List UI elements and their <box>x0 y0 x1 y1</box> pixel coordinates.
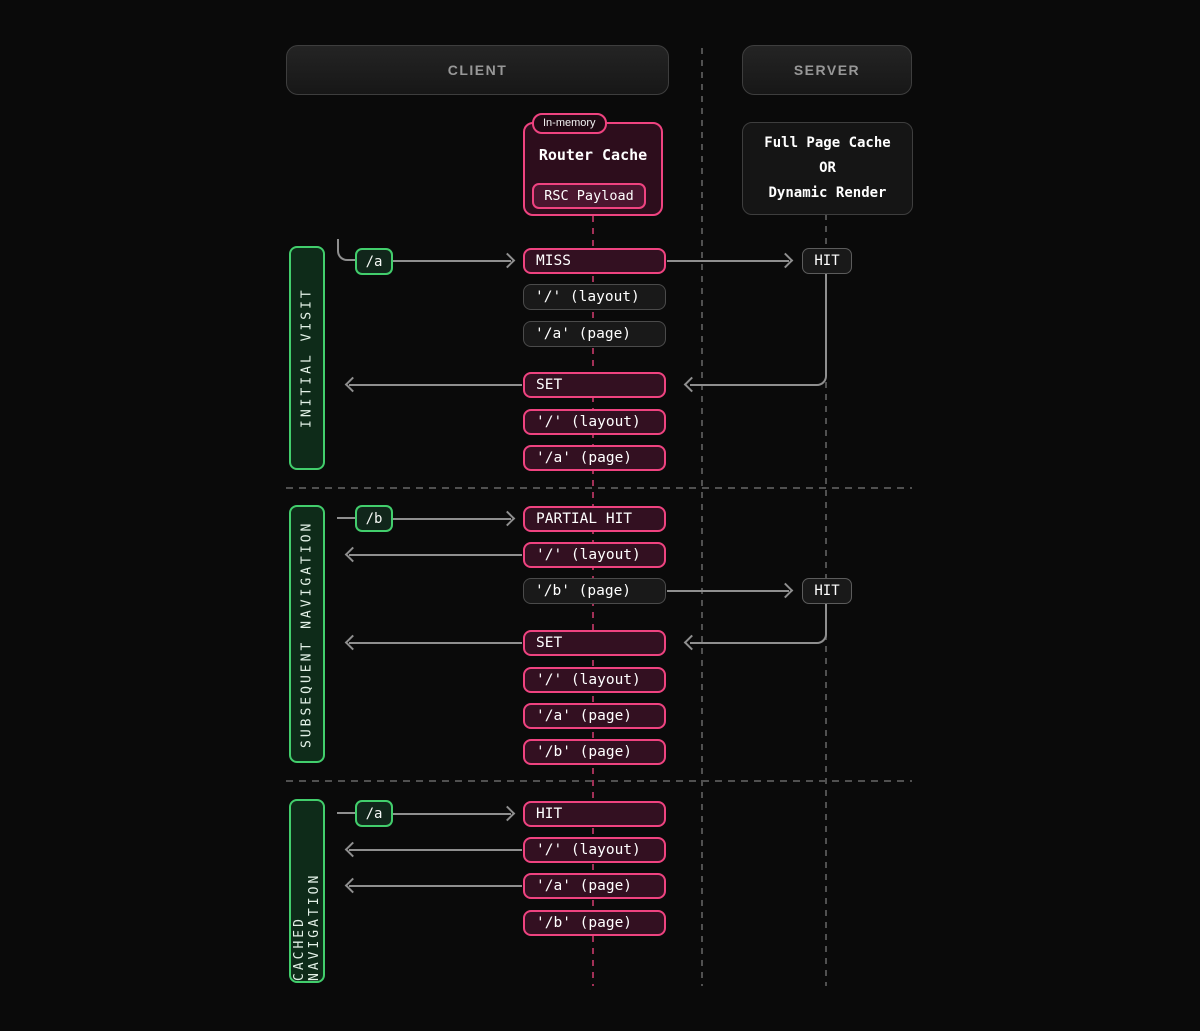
entry-connector <box>337 812 355 814</box>
status-box-partial-hit: PARTIAL HIT <box>523 506 666 532</box>
rsc-payload-box: RSC Payload <box>532 183 646 209</box>
client-panel: CLIENT <box>286 45 669 95</box>
section-label-initial-visit: INITIAL VISIT <box>289 246 325 470</box>
entry-connector <box>337 239 355 261</box>
cache-entry-layout: '/' (layout) <box>523 542 666 568</box>
arrowhead-icon <box>683 376 700 393</box>
cache-entry-layout: '/' (layout) <box>523 409 666 435</box>
section-separator-2 <box>286 780 912 782</box>
route-chip-a: /a <box>355 800 393 827</box>
server-panel: SERVER <box>742 45 912 95</box>
server-hit-box: HIT <box>802 578 852 604</box>
section-label-subsequent-navigation: SUBSEQUENT NAVIGATION <box>289 505 325 763</box>
arrow-response-to-client <box>344 841 522 858</box>
arrowhead-icon <box>344 634 361 651</box>
arrowhead-icon <box>499 510 516 527</box>
request-entry-page: '/a' (page) <box>523 321 666 347</box>
arrowhead-icon <box>499 805 516 822</box>
status-box-hit: HIT <box>523 801 666 827</box>
request-entry-layout: '/' (layout) <box>523 284 666 310</box>
arrowhead-icon <box>344 546 361 563</box>
full-page-cache-box: Full Page Cache OR Dynamic Render <box>742 122 913 215</box>
entry-connector <box>337 517 355 519</box>
section-label-cached-navigation: CACHED NAVIGATION <box>289 799 325 983</box>
arrow-response-to-client <box>344 634 522 651</box>
arrow-response-to-client <box>344 376 522 393</box>
cache-entry-layout: '/' (layout) <box>523 837 666 863</box>
arrowhead-icon <box>777 252 794 269</box>
full-page-cache-line: Dynamic Render <box>768 185 887 201</box>
arrow-response-to-client <box>344 877 522 894</box>
cache-entry-page: '/b' (page) <box>523 739 666 765</box>
arrowhead-icon <box>499 252 516 269</box>
full-page-cache-line: OR <box>819 160 836 176</box>
route-chip-b: /b <box>355 505 393 532</box>
server-hit-box: HIT <box>802 248 852 274</box>
status-box-set: SET <box>523 372 666 398</box>
arrowhead-icon <box>344 376 361 393</box>
cache-entry-page: '/a' (page) <box>523 873 666 899</box>
cache-entry-page: '/a' (page) <box>523 703 666 729</box>
client-server-divider-line <box>701 48 703 986</box>
cache-entry-layout: '/' (layout) <box>523 667 666 693</box>
section-separator-1 <box>286 487 912 489</box>
router-cache-box: In-memory Router Cache RSC Payload <box>523 113 663 216</box>
arrow-to-server <box>667 252 794 269</box>
arrowhead-icon <box>344 877 361 894</box>
arrowhead-icon <box>777 582 794 599</box>
cache-entry-page: '/b' (page) <box>523 910 666 936</box>
in-memory-badge: In-memory <box>532 113 607 134</box>
arrow-request <box>393 252 516 269</box>
arrow-request <box>393 805 516 822</box>
arrow-to-server <box>667 582 794 599</box>
router-cache-title: Router Cache <box>538 146 648 164</box>
return-connector-from-server <box>683 274 827 393</box>
status-box-miss: MISS <box>523 248 666 274</box>
return-connector-from-server <box>683 604 827 651</box>
client-panel-label: CLIENT <box>447 62 508 78</box>
full-page-cache-line: Full Page Cache <box>764 135 891 151</box>
request-entry-page: '/b' (page) <box>523 578 666 604</box>
cache-entry-page: '/a' (page) <box>523 445 666 471</box>
arrowhead-icon <box>344 841 361 858</box>
status-box-set: SET <box>523 630 666 656</box>
arrow-request <box>393 510 516 527</box>
route-chip-a: /a <box>355 248 393 275</box>
arrow-response-to-client <box>344 546 522 563</box>
server-panel-label: SERVER <box>793 62 861 78</box>
arrowhead-icon <box>683 634 700 651</box>
